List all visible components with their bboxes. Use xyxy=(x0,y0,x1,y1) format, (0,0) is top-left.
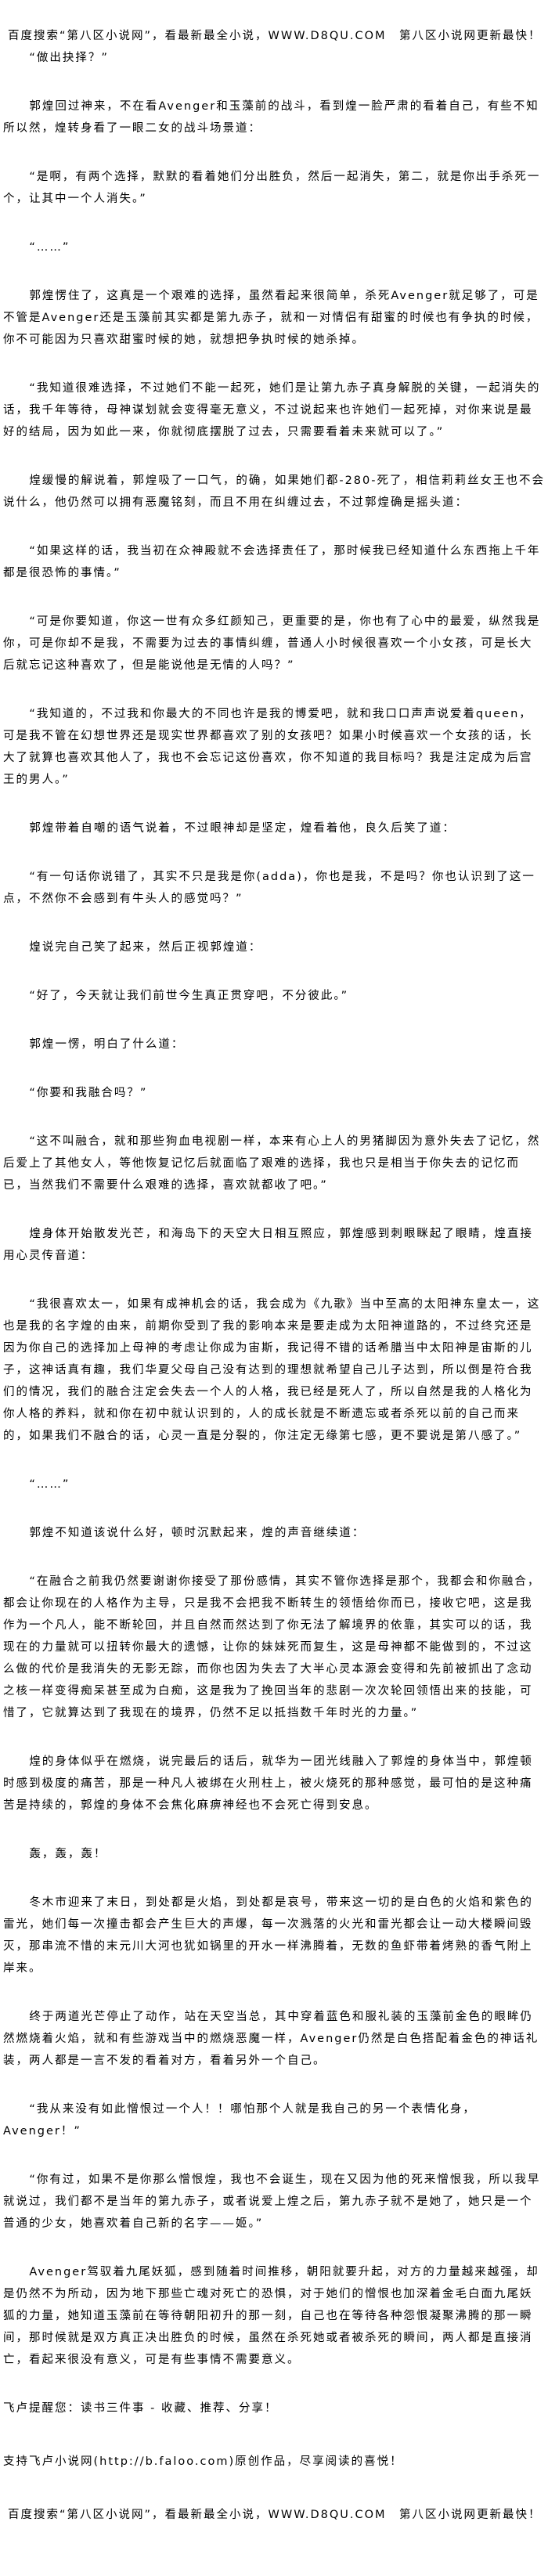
paragraph: “好了，今天就让我们前世今生真正贯穿吧，不分彼此。” xyxy=(29,990,349,1002)
paragraph: “如果这样的话，我当初在众神殿就不会选择责任了，那时候我已经知道什么东西拖上千年… xyxy=(3,545,541,579)
paragraph: 煌的身体似乎在燃烧，说完最后的话后，就华为一团光线融入了郭煌的身体当中，郭煌顿时… xyxy=(3,1755,533,1812)
paragraph: 郭煌一愣，明白了什么道： xyxy=(29,1038,185,1051)
paragraph: 郭煌回过神来，不在看Avenger和玉藻前的战斗，看到煌一脸严肃的看着自己，有些… xyxy=(3,100,539,135)
paragraph: 终于两道光芒停止了动作，站在天空当总，其中穿着蓝色和服礼装的玉藻前金色的眼眸仍然… xyxy=(3,2011,539,2067)
paragraph: “在融合之前我仍然要谢谢你接受了那份感情，其实不管你选择是那个，我都会和你融合，… xyxy=(3,1575,541,1719)
paragraph: “我知道的，不过我和你最大的不同也许是我的博爱吧，就和我口口声声说爱着queen… xyxy=(3,708,533,786)
paragraph: 郭煌带着自嘲的语气说着，不过眼神却是坚定，煌看着他，良久后笑了道： xyxy=(29,822,456,835)
paragraph: “我很喜欢太一，如果有成神机会的话，我会成为《九歌》当中至高的太阳神东皇太一，这… xyxy=(3,1298,541,1442)
paragraph: “有一句话你说错了，其实不只是我是你(adda)，你也是我，不是吗？你也认识到了… xyxy=(3,871,535,905)
footer-support-link[interactable]: 支持飞卢小说网(http://b.faloo.com)原创作品，尽享阅读的喜悦！ xyxy=(3,2455,403,2468)
paragraph: “这不叫融合，就和那些狗血电视剧一样，本来有心上人的男猪脚因为意外失去了记忆，然… xyxy=(3,1135,541,1192)
paragraph: “你有过，如果不是你那么憎恨煌，我也不会诞生，现在又因为他的死来憎恨我，所以我早… xyxy=(3,2174,541,2230)
site-notice-footer: 百度搜索“第八区小说网”，看最新最全小说，WWW.D8QU.COM 第八区小说网… xyxy=(8,2509,542,2521)
paragraph: “我知道很难选择，不过她们不能一起死，她们是让第九赤子真身解脱的关键，一起消失的… xyxy=(3,382,541,438)
paragraph: 轰，轰，轰！ xyxy=(29,1848,107,1860)
paragraph: 冬木市迎来了末日，到处都是火焰，到处都是哀号，带来这一切的是白色的火焰和紫色的雷… xyxy=(3,1896,533,1975)
paragraph: 郭煌不知道该说什么好，顿时沉默起来，煌的声音继续道： xyxy=(29,1527,366,1539)
paragraph: “……” xyxy=(29,241,70,254)
paragraph: “……” xyxy=(29,1478,70,1491)
paragraph: Avenger驾驭着九尾妖狐，感到随着时间推移，朝阳就要升起，对方的力量越来越强… xyxy=(3,2266,539,2366)
paragraph: 煌身体开始散发光芒，和海岛下的天空大日相互照应，郭煌感到刺眼眯起了眼睛，煌直接用… xyxy=(3,1228,533,1262)
chapter-body: “做出抉择？” 郭煌回过神来，不在看Avenger和玉藻前的战斗，看到煌一脸严肃的… xyxy=(3,47,545,2371)
paragraph: 煌说完自己笑了起来，然后正视郭煌道： xyxy=(29,941,262,954)
paragraph: “可是你要知道，你这一世有众多红颜知己，更重要的是，你也有了心中的最爱，纵然我是… xyxy=(3,615,541,672)
paragraph: 郭煌愣住了，这真是一个艰难的选择，虽然看起来很简单，杀死Avenger就足够了，… xyxy=(3,290,539,346)
paragraph: “你要和我融合吗？” xyxy=(29,1087,148,1099)
footer-reminder: 飞卢提醒您：读书三件事 - 收藏、推荐、分享！ xyxy=(3,2402,278,2415)
paragraph: “我从来没有如此憎恨过一个人！！哪怕那个人就是我自己的另一个表情化身，Aveng… xyxy=(3,2103,476,2138)
paragraph: “是啊，有两个选择，默默的看着她们分出胜负，然后一起消失，第二，就是你出手杀死一… xyxy=(3,171,541,205)
paragraph: “做出抉择？” xyxy=(29,52,109,64)
paragraph: 煌缓慢的解说着，郭煌吸了一口气，的确，如果她们都-280-死了，相信莉莉丝女王也… xyxy=(3,474,545,509)
site-notice-header: 百度搜索“第八区小说网”，看最新最全小说，WWW.D8QU.COM 第八区小说网… xyxy=(8,30,542,42)
